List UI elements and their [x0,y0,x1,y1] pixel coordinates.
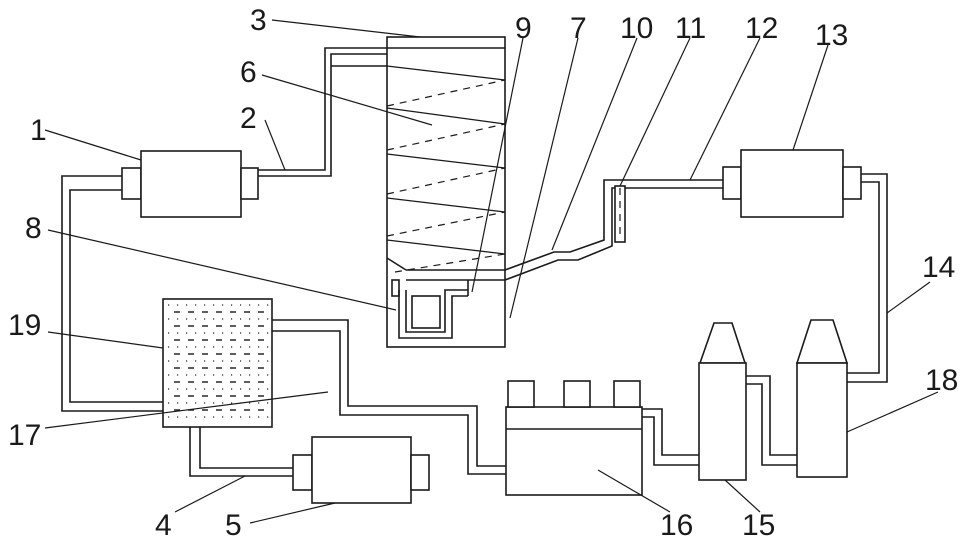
leader-7 [510,38,578,318]
tower-15-cap [700,323,745,363]
tank-19 [163,299,272,427]
battery-16 [506,381,642,495]
battery-16-body [506,407,642,495]
leader-1 [45,130,141,160]
label-17: 17 [8,419,41,452]
device-5-left-cap [293,455,312,490]
battery-terminal-b [564,381,590,407]
tower-18 [797,320,847,477]
device-13 [723,150,861,217]
tank-body [387,37,505,347]
tank-19-body [163,299,272,427]
label-7: 7 [570,12,587,45]
device-1 [122,151,258,217]
pipe-16-15 [642,409,699,465]
tower-18-cap [797,320,847,363]
leader-19 [48,332,163,348]
pipe-15-18 [746,376,797,465]
device-1-left-cap [122,168,141,199]
inner-chamber [412,296,440,328]
device-13-body [741,150,843,217]
pipe-4 [190,427,293,476]
leader-14 [887,282,930,313]
tower-15 [699,323,746,480]
pipe-12 [505,180,723,280]
label-10: 10 [620,12,653,45]
device-5 [293,437,429,503]
leader-13 [793,45,828,150]
label-18: 18 [925,364,958,397]
leader-8 [48,230,396,310]
tower-15-body [699,363,746,480]
pipe-14 [847,174,887,382]
leader-11 [620,38,690,186]
label-5: 5 [225,509,242,542]
device-13-left-cap [723,167,741,199]
label-2: 2 [240,102,257,135]
device-1-right-cap [241,168,258,199]
leader-5 [250,503,335,523]
device-1-body [141,151,241,217]
leader-15 [725,480,760,512]
label-9: 9 [515,12,532,45]
leader-2 [265,120,285,170]
label-16: 16 [660,509,693,542]
coil-tank [387,37,505,347]
device-13-right-cap [843,167,861,199]
tower-18-body [797,363,847,477]
device-5-body [312,437,411,503]
label-12: 12 [745,12,778,45]
label-14: 14 [922,251,955,284]
label-8: 8 [25,212,42,245]
label-11: 11 [675,12,706,45]
label-13: 13 [815,19,848,52]
label-15: 15 [742,509,775,542]
label-4: 4 [155,509,172,542]
leader-18 [847,392,938,432]
label-6: 6 [240,56,257,89]
pipe-2 [258,48,387,176]
label-3: 3 [250,4,267,37]
leader-4 [175,476,245,512]
label-19: 19 [8,309,41,342]
leader-3 [272,20,420,37]
battery-terminal-a [508,381,534,407]
sensor-element [392,280,399,296]
battery-terminal-c [614,381,640,407]
label-1: 1 [30,114,47,147]
device-5-right-cap [411,455,429,490]
